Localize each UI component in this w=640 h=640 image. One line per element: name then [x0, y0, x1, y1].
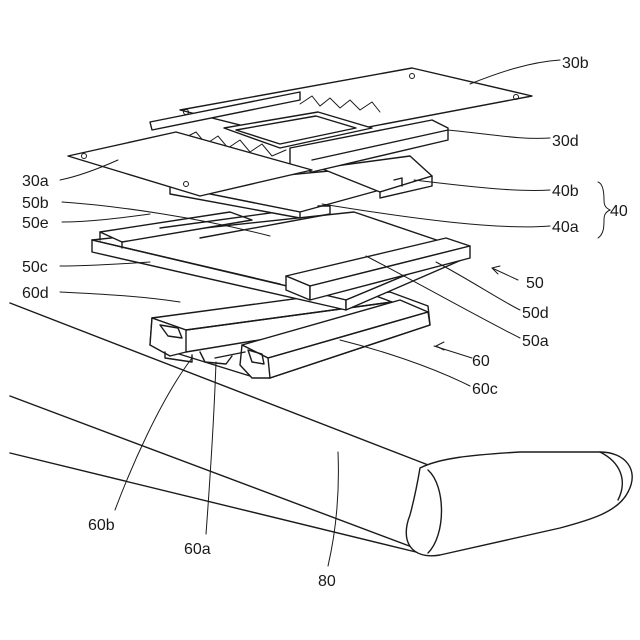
- slide-plate-50: [92, 210, 470, 310]
- label-30d: 30d: [552, 133, 579, 150]
- label-60d: 60d: [22, 285, 49, 302]
- label-50c: 50c: [22, 259, 48, 276]
- label-60b: 60b: [88, 517, 115, 534]
- rail-block-60: [150, 290, 430, 378]
- label-60c: 60c: [472, 381, 498, 398]
- label-80: 80: [318, 573, 336, 590]
- label-50e: 50e: [22, 215, 49, 232]
- label-30b: 30b: [562, 55, 589, 72]
- label-30a: 30a: [22, 173, 49, 190]
- label-40b: 40b: [552, 183, 579, 200]
- label-60: 60: [472, 353, 490, 370]
- label-50a: 50a: [522, 333, 549, 350]
- label-50d: 50d: [522, 305, 549, 322]
- label-40a: 40a: [552, 219, 579, 236]
- label-50: 50: [526, 275, 544, 292]
- label-50b: 50b: [22, 195, 49, 212]
- label-60a: 60a: [184, 541, 211, 558]
- label-40: 40: [610, 203, 628, 220]
